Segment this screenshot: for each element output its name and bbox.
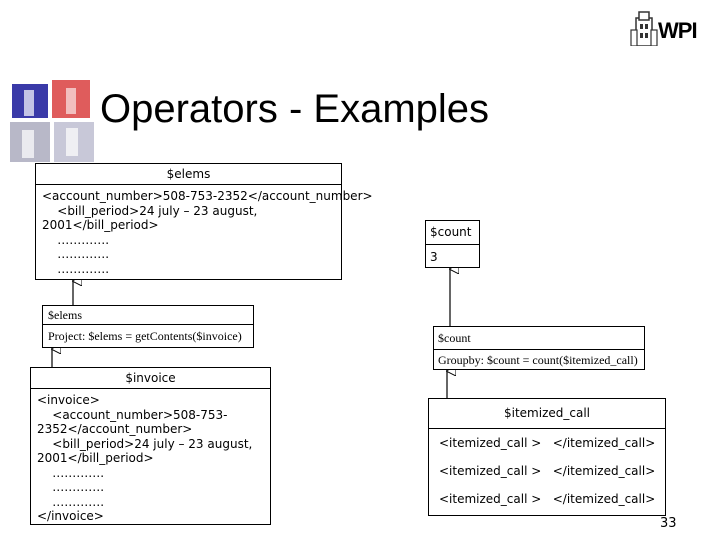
- groupby-operator-box: $count Groupby: $count = count($itemized…: [433, 326, 645, 370]
- itemized-box-header: $itemized_call: [429, 399, 665, 429]
- wpi-logo: WPI: [618, 8, 710, 48]
- invoice-line: <account_number>508-753-: [37, 407, 228, 422]
- invoice-line: 2352</account_number>: [37, 422, 193, 436]
- elems-line: ………….: [42, 261, 110, 276]
- invoice-line: 2001</bill_period>: [37, 451, 154, 465]
- invoice-box-content: <invoice> <account_number>508-753- 2352<…: [31, 389, 270, 524]
- invoice-line: ………….: [37, 465, 105, 480]
- count-box-header: $count: [426, 221, 479, 245]
- itemized-row: <itemized_call > </itemized_call>: [439, 464, 656, 478]
- wpi-logo-text: WPI: [658, 18, 698, 43]
- invoice-line: </invoice>: [37, 509, 104, 523]
- invoice-input-box: $invoice <invoice> <account_number>508-7…: [30, 367, 271, 525]
- project-output-label: $elems: [43, 306, 253, 325]
- invoice-line: ………….: [37, 494, 105, 509]
- itemized-row: <itemized_call > </itemized_call>: [439, 492, 656, 506]
- invoice-line: <bill_period>24 july – 23 august,: [37, 436, 253, 451]
- groupby-output-label: $count: [434, 327, 644, 350]
- elems-line: ………….: [42, 247, 110, 261]
- itemized-call-box: $itemized_call <itemized_call > </itemiz…: [428, 398, 666, 516]
- groupby-expression: Groupby: $count = count($itemized_call): [438, 353, 638, 367]
- elems-line: <bill_period>24 july – 23 august,: [42, 203, 258, 218]
- count-box-value: 3: [430, 250, 438, 264]
- invoice-line: ………….: [37, 480, 105, 494]
- elems-box-content: <account_number>508-753-2352</account_nu…: [36, 185, 373, 276]
- elems-line: ………….: [42, 232, 110, 247]
- elems-box-header: $elems: [36, 164, 341, 185]
- project-expression: Project: $elems = getContents($invoice): [48, 329, 242, 343]
- elems-line: <account_number>508-753-2352</account_nu…: [42, 189, 373, 203]
- tower-icon: [630, 11, 658, 46]
- project-operator-box: $elems Project: $elems = getContents($in…: [42, 305, 254, 348]
- invoice-box-header: $invoice: [31, 368, 270, 389]
- slide-title: Operators - Examples: [100, 87, 490, 131]
- elems-result-box: $elems <account_number>508-753-2352</acc…: [35, 163, 373, 280]
- invoice-line: <invoice>: [37, 393, 100, 407]
- count-result-box: $count 3: [425, 220, 480, 268]
- itemized-row: <itemized_call > </itemized_call>: [439, 436, 656, 450]
- page-number: 33: [660, 516, 677, 531]
- title-decoration: [10, 80, 100, 162]
- elems-line: 2001</bill_period>: [42, 218, 159, 232]
